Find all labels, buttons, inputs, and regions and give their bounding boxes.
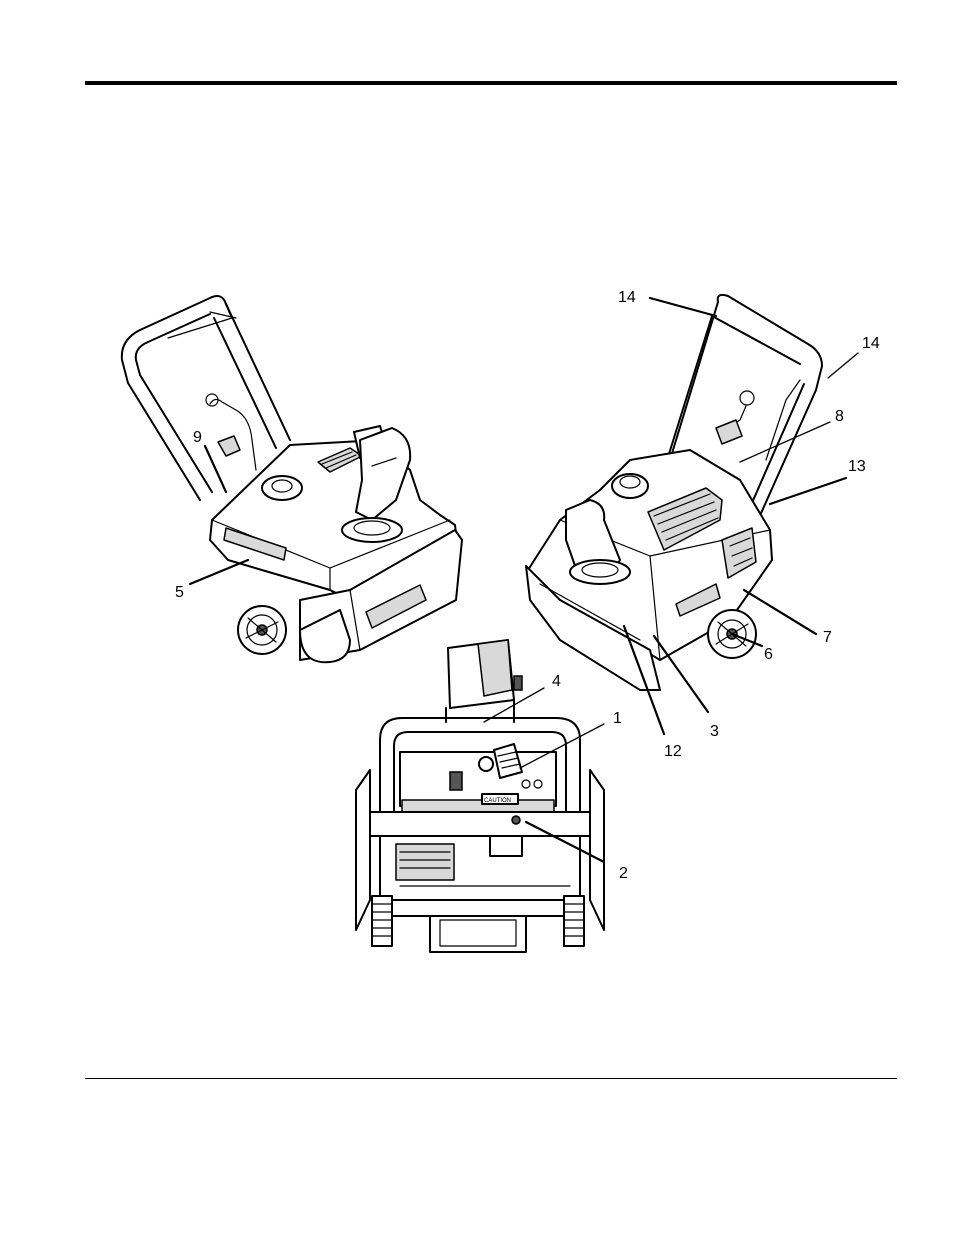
callout-4: 4 — [552, 673, 561, 690]
rear-view-drawing: CAUTION — [356, 640, 604, 952]
right-view-drawing — [526, 295, 822, 690]
callout-1: 1 — [613, 710, 622, 727]
bottom-rule — [85, 1078, 897, 1079]
callout-13: 13 — [848, 458, 866, 475]
callout-8: 8 — [835, 408, 844, 425]
callout-2: 2 — [619, 865, 628, 882]
callout-9: 9 — [193, 429, 202, 446]
callout-6: 6 — [764, 646, 773, 663]
callout-5: 5 — [175, 584, 184, 601]
callout-14-right: 14 — [862, 335, 880, 352]
callout-7: 7 — [823, 629, 832, 646]
callout-3: 3 — [710, 723, 719, 740]
callout-12: 12 — [664, 743, 682, 760]
caution-decal-text: CAUTION — [484, 798, 511, 804]
left-view-drawing — [122, 296, 462, 662]
callout-14-top: 14 — [618, 289, 636, 306]
